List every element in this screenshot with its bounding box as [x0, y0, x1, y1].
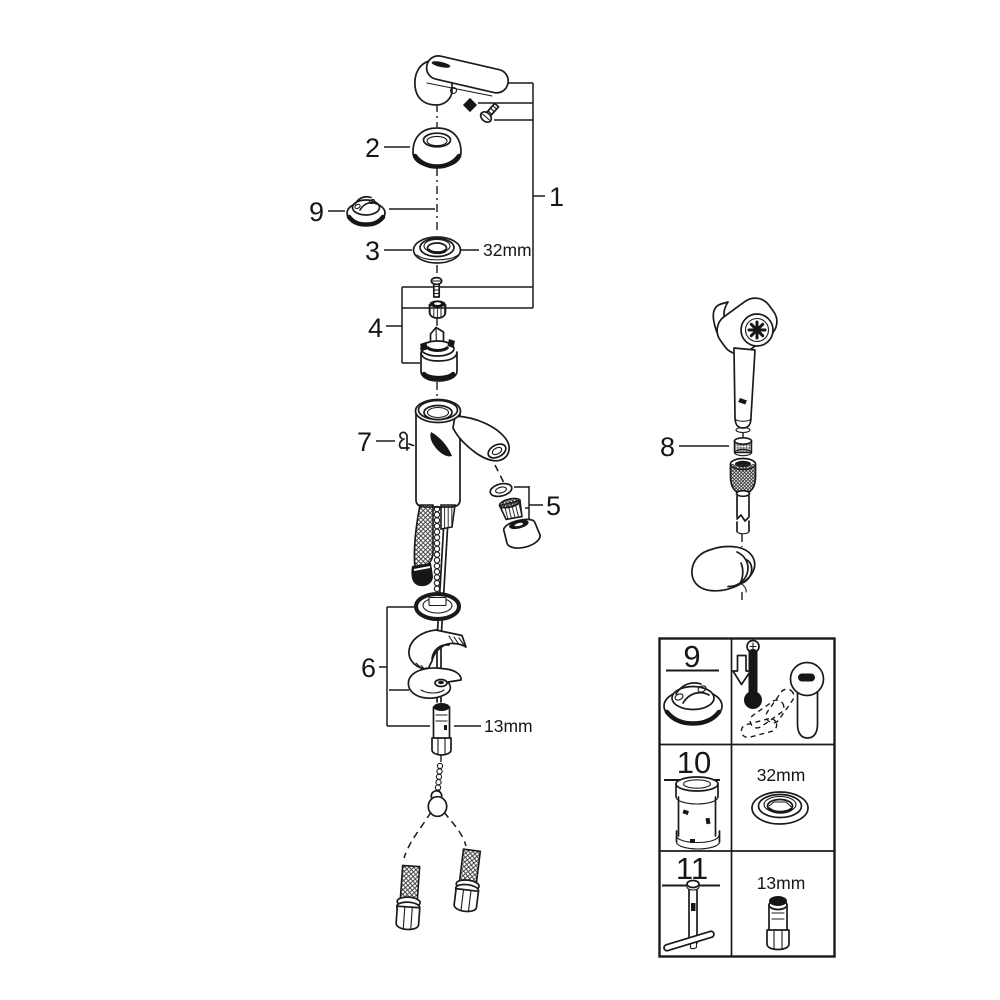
spray-hose-nut [729, 457, 757, 498]
thermometer-down-and-lever-icon [732, 639, 825, 739]
cartridge-screw [430, 276, 443, 298]
supply-hoses [411, 504, 456, 587]
callout-5-label: 5 [546, 491, 561, 521]
table-row2-part-number: 10 [677, 745, 711, 780]
aerator-insert [498, 497, 523, 521]
callout-4-label: 4 [368, 313, 383, 343]
callout-6-label: 6 [361, 653, 376, 683]
parts-table: 9 10 [658, 637, 836, 958]
ring-nut-icon [751, 791, 809, 825]
dome-cap [412, 127, 462, 169]
threaded-stud-icon [766, 896, 790, 951]
callout-9-label: 9 [309, 197, 324, 227]
aerator-housing [502, 518, 541, 549]
table-row1-part-number: 9 [683, 639, 700, 674]
temperature-limiter-cap-icon [663, 682, 723, 726]
hose-end-left [395, 864, 421, 931]
hose-end-right [453, 848, 482, 913]
spray-holder [691, 545, 756, 593]
hand-spray-assembly [691, 297, 778, 593]
popup-chain [433, 505, 441, 593]
hose-routing-dashes [403, 811, 467, 859]
spray-head [712, 297, 778, 434]
callout-labels: 1 2 3 4 5 6 7 8 9 32mm 13mm [309, 133, 675, 736]
faucet-body [414, 398, 510, 508]
mounting-stud-13mm [431, 703, 452, 756]
spray-filter [733, 436, 753, 457]
main-assembly [346, 55, 541, 931]
handle-pin [462, 97, 478, 113]
callout-1-label: 1 [549, 182, 564, 212]
aerator-washer [489, 482, 513, 498]
table-row3-size-label: 13mm [757, 873, 806, 893]
cap-ring-32mm [412, 236, 462, 264]
mounting-horseshoe [407, 667, 462, 699]
dimension-13mm-label: 13mm [484, 716, 533, 736]
table-row2-size-label: 32mm [757, 765, 806, 785]
callout-7-label: 7 [357, 427, 372, 457]
spray-hose [736, 495, 750, 535]
cartridge-socket-tool-icon [675, 776, 721, 850]
callout-lines [328, 82, 729, 727]
chain-weight [427, 762, 448, 818]
dimension-32mm-label: 32mm [483, 240, 532, 260]
cartridge-star-nut [428, 300, 447, 319]
callout-3-label: 3 [365, 236, 380, 266]
base-oring [414, 592, 461, 621]
t-socket-wrench-icon [663, 879, 715, 952]
retainer-clip [398, 431, 415, 451]
callout-2-label: 2 [365, 133, 380, 163]
callout-8-label: 8 [660, 432, 675, 462]
temperature-limiter-cap [346, 195, 386, 227]
handle-lever [414, 55, 510, 106]
handle-screw [479, 102, 500, 124]
cartridge [420, 326, 458, 382]
mounting-wedge [408, 629, 467, 674]
